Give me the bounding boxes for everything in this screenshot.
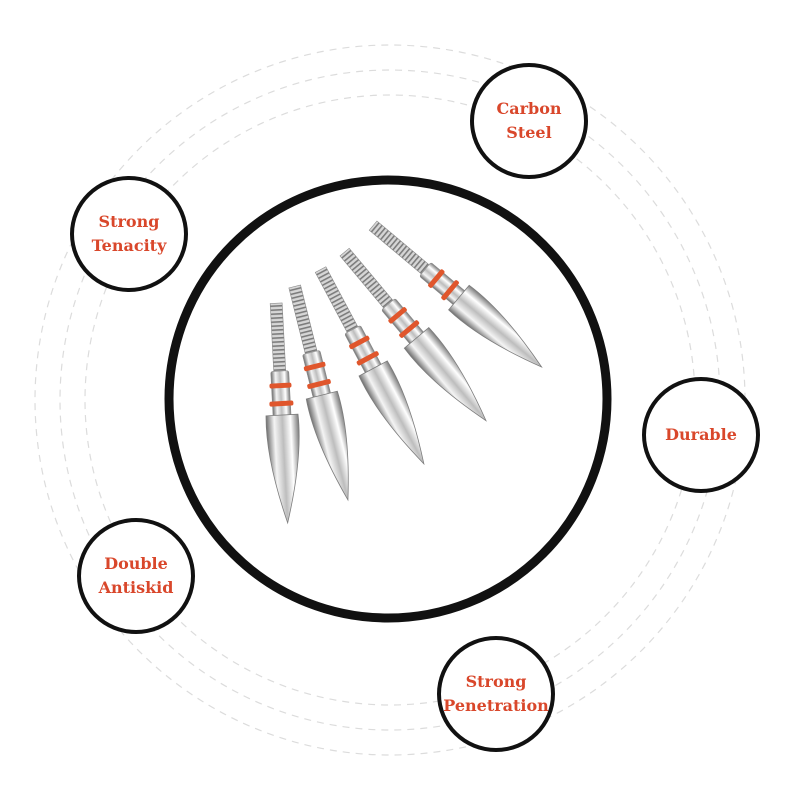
- feature-label-double-antiskid: Double Antiskid: [98, 554, 174, 597]
- feature-label-strong-tenacity: Strong Tenacity: [91, 212, 167, 255]
- feature-badge-strong-tenacity: Strong Tenacity: [70, 176, 188, 292]
- feature-label-strong-penetration: Strong Penetration: [443, 672, 549, 715]
- feature-badge-strong-penetration: Strong Penetration: [437, 636, 555, 752]
- feature-label-durable: Durable: [665, 425, 737, 444]
- feature-badge-carbon-steel: Carbon Steel: [470, 63, 588, 179]
- feature-label-carbon-steel: Carbon Steel: [496, 99, 562, 142]
- feature-badge-durable: Durable: [642, 377, 760, 493]
- feature-badge-double-antiskid: Double Antiskid: [77, 518, 195, 634]
